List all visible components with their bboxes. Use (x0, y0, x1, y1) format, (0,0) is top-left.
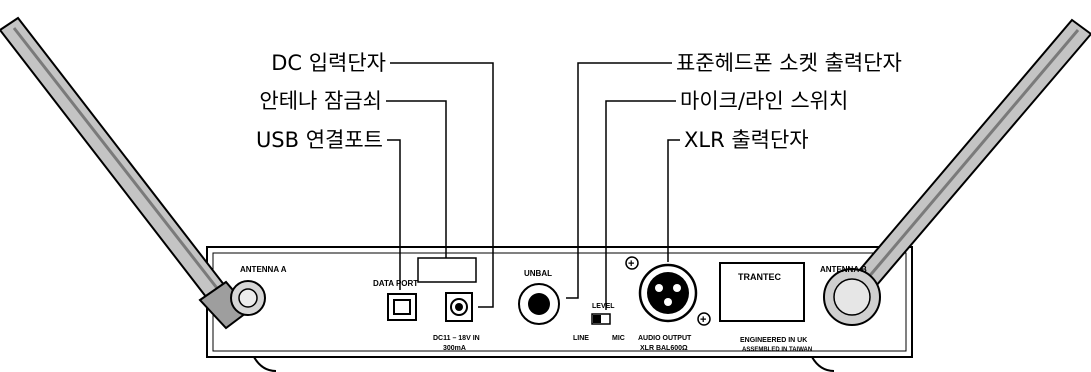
data-port-label: DATA PORT (373, 279, 418, 288)
leader-lines (386, 62, 680, 310)
leader-usb-port (387, 139, 401, 290)
leader-mic-line-switch (605, 100, 676, 310)
brand-logo-text: TRANTEC (738, 272, 781, 282)
xlr-pin-1 (655, 284, 663, 292)
antenna-right-highlight (854, 29, 1080, 293)
assembled-label: ASSEMBLED IN TAIWAN (742, 347, 812, 353)
dc-spec-line2: 300mA (443, 345, 466, 352)
level-switch-knob (593, 315, 601, 323)
xlr-plus-right: + (700, 314, 706, 326)
xlr-pin-3 (664, 298, 672, 306)
callout-dc-input: DC 입력단자 (271, 51, 386, 75)
leader-xlr (667, 139, 680, 262)
dc-jack-pin (455, 303, 463, 311)
antenna-left-nut-inner (238, 288, 258, 308)
antenna-right (823, 18, 1091, 326)
callout-headphone-out: 표준헤드폰 소켓 출력단자 (676, 51, 902, 75)
callout-mic-line-switch: 마이크/라인 스위치 (680, 89, 849, 113)
brand-plate (719, 262, 805, 322)
xlr-plus-right-ring (697, 312, 711, 326)
audio-output-label: AUDIO OUTPUT (638, 335, 692, 342)
callout-xlr-out: XLR 출력단자 (684, 128, 809, 152)
leader-antenna-lock (386, 100, 447, 258)
mic-label: MIC (612, 335, 625, 342)
foot-left (253, 356, 277, 372)
engineered-label: ENGINEERED IN UK (740, 337, 807, 344)
foot-right (811, 356, 835, 372)
level-label: LEVEL (592, 303, 615, 310)
antenna-a-label: ANTENNA A (240, 265, 287, 274)
xlr-pin-2 (673, 284, 681, 292)
antenna-right-nut-inner (833, 278, 871, 316)
line-label: LINE (573, 335, 589, 342)
xlr-connector-face (647, 272, 689, 314)
xlr-bal-label: XLR BAL600Ω (640, 345, 688, 352)
antenna-left-highlight (12, 27, 222, 293)
antenna-lock-slot (417, 257, 477, 283)
unbal-label: UNBAL (524, 269, 552, 278)
antenna-left (0, 16, 266, 330)
callout-usb-port: USB 연결포트 (255, 128, 383, 152)
leader-headphone (566, 62, 672, 299)
headphone-socket-hole (528, 293, 550, 315)
xlr-plus-left: + (628, 258, 634, 270)
xlr-plus-left-ring (625, 256, 639, 270)
callout-antenna-lock: 안테나 잠금쇠 (259, 89, 382, 113)
leader-dc-input (390, 62, 494, 308)
dc-spec-line1: DC11 – 18V IN (433, 335, 480, 342)
antenna-b-label: ANTENNA B (820, 265, 867, 274)
usb-port-inner (393, 299, 411, 315)
